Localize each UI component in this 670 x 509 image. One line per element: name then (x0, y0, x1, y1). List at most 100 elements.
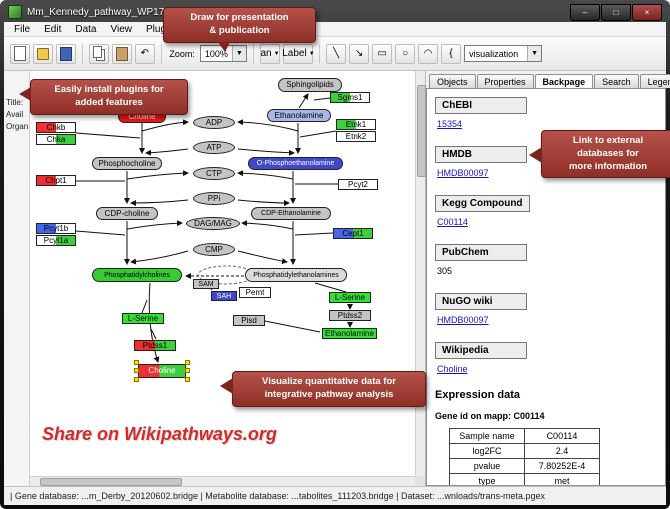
datanode-tool-button[interactable]: an▼ (259, 43, 281, 64)
selection-handle[interactable] (185, 360, 190, 365)
pathway-canvas[interactable]: Sphingolipids Sgms1 Choline Ethanolamine… (30, 71, 415, 476)
pathway-node-pcyt2[interactable]: Pcyt2 (338, 179, 378, 190)
tab-backpage[interactable]: Backpage (534, 74, 594, 89)
pathway-title-label: Title: (6, 98, 24, 107)
app-icon (8, 5, 22, 19)
selection-handle[interactable] (134, 368, 139, 373)
pathway-node-l-serine-left[interactable]: L-Serine (122, 313, 164, 324)
chebi-link[interactable]: 15354 (437, 119, 463, 129)
maximize-button[interactable]: □ (601, 3, 631, 21)
window-title: Mm_Kennedy_pathway_WP1771_45176.gpml (27, 6, 177, 18)
pathway-node-dag-mag[interactable]: DAG/MAG (186, 217, 240, 230)
pathway-node-cmp[interactable]: CMP (193, 243, 235, 256)
pathway-node-sgms1[interactable]: Sgms1 (330, 92, 370, 103)
label-tool-button[interactable]: Label▼ (282, 43, 315, 64)
pathway-node-etnk2[interactable]: Etnk2 (336, 131, 376, 142)
pathway-edges (75, 93, 353, 363)
paste-button[interactable] (111, 43, 132, 64)
selection-handle[interactable] (185, 377, 190, 382)
hmdb-link[interactable]: HMDB00097 (437, 168, 489, 178)
menu-item-file[interactable]: File (14, 23, 31, 35)
brace-tool-button[interactable]: { (441, 43, 462, 64)
nugo-wiki-link[interactable]: HMDB00097 (437, 315, 489, 325)
pathway-node-ptdss2[interactable]: Ptdss2 (329, 310, 371, 321)
table-cell: pvalue (449, 458, 525, 474)
pathway-node-choline-selected[interactable]: Choline (138, 364, 186, 378)
chevron-down-icon: ▼ (308, 50, 315, 57)
menu-item-edit[interactable]: Edit (44, 23, 62, 35)
pathway-node-l-serine-right[interactable]: L-Serine (329, 292, 371, 303)
zoom-value: 100% (204, 48, 228, 59)
tab-legend[interactable]: Legend (639, 74, 670, 88)
vertical-scrollbar[interactable] (415, 71, 426, 476)
copy-icon (92, 46, 102, 58)
menu-item-data[interactable]: Data (75, 23, 97, 35)
pathway-node-phosphocholine[interactable]: Phosphocholine (92, 157, 162, 170)
pathway-node-atp[interactable]: ATP (193, 141, 235, 154)
new-file-button[interactable] (10, 43, 30, 64)
copy-button[interactable] (88, 43, 109, 64)
kegg-compound-link[interactable]: C00114 (437, 217, 468, 227)
close-button[interactable]: × (632, 3, 662, 21)
pathway-node-cdp-choline[interactable]: CDP-choline (96, 207, 158, 220)
status-bar: | Gene database: ...m_Derby_20120602.bri… (4, 486, 666, 505)
undo-button[interactable]: ↶ (134, 43, 155, 64)
open-button[interactable] (33, 43, 53, 64)
pathway-node-ctp[interactable]: CTP (193, 167, 235, 180)
pathway-node-ethanolamine-bottom[interactable]: Ethanolamine (322, 328, 377, 339)
label-tool-label: Label (282, 48, 307, 59)
visualization-select[interactable]: visualization ▼ (464, 45, 542, 62)
chevron-down-icon: ▼ (273, 50, 280, 57)
tab-objects[interactable]: Objects (429, 74, 476, 88)
horizontal-scrollbar-thumb[interactable] (40, 478, 182, 486)
table-row: Sample name C00114 (449, 428, 600, 444)
pathway-node-pcyt1a[interactable]: Pcyt1a (36, 235, 76, 246)
menu-item-plugins[interactable]: Plugins (140, 24, 185, 35)
pathway-node-ppi[interactable]: PPi (193, 192, 235, 205)
chebi-header: ChEBI (435, 97, 527, 114)
datanode-tool-label: an (260, 48, 272, 59)
minimize-button[interactable]: – (570, 3, 600, 21)
pathway-node-sah[interactable]: SAH (211, 291, 237, 301)
pathway-node-cdp-ethanolamine[interactable]: CDP-Ethanolamine (251, 207, 331, 220)
wikipedia-link[interactable]: Choline (437, 364, 468, 374)
pathway-node-chkb[interactable]: Chkb (36, 122, 76, 133)
selection-handle[interactable] (134, 377, 139, 382)
rectangle-tool-button[interactable]: ▭ (372, 43, 393, 64)
pathway-node-sphingolipids[interactable]: Sphingolipids (278, 78, 342, 92)
pathway-node-pcyt1b[interactable]: Pcyt1b (36, 223, 76, 234)
callout-arrow-left-icon (19, 87, 31, 101)
save-button[interactable] (56, 43, 76, 64)
pathway-node-pisd[interactable]: Pisd (233, 315, 265, 326)
kegg-compound-header: Kegg Compound (435, 195, 530, 212)
pathway-node-pemt[interactable]: Pemt (239, 287, 271, 298)
line-tool-button[interactable]: ╲ (326, 43, 347, 64)
horizontal-scrollbar[interactable] (30, 476, 415, 486)
table-cell: 7.80252E-4 (524, 458, 600, 474)
visualization-value: visualization (469, 48, 519, 59)
vertical-scrollbar-thumb[interactable] (417, 85, 426, 177)
arrow-tool-button[interactable]: ↘ (349, 43, 370, 64)
pathway-node-cept1[interactable]: Cept1 (333, 228, 373, 239)
pathway-node-ethanolamine[interactable]: Ethanolamine (267, 109, 331, 122)
pathway-node-sam[interactable]: SAM (193, 279, 219, 289)
paste-icon (115, 46, 128, 61)
pathway-node-ptdss1[interactable]: Ptdss1 (134, 340, 176, 351)
pathway-node-etnk1[interactable]: Etnk1 (336, 119, 376, 130)
pathway-node-chka[interactable]: Chka (36, 134, 76, 145)
selection-handle[interactable] (134, 360, 139, 365)
pathway-node-adp[interactable]: ADP (193, 116, 235, 129)
menu-item-view[interactable]: View (110, 23, 132, 35)
arc-tool-button[interactable]: ◠ (418, 43, 439, 64)
selection-handle[interactable] (185, 368, 190, 373)
ellipse-tool-button[interactable]: ○ (395, 43, 416, 64)
tab-search[interactable]: Search (594, 74, 639, 88)
pathway-node-chpt1[interactable]: Chpt1 (36, 175, 76, 186)
toolbar-separator (319, 43, 321, 64)
title-bar: Mm_Kennedy_pathway_WP1771_45176.gpml – □… (4, 2, 666, 22)
pathway-node-phosphatidylcholines[interactable]: Phosphatidylcholines (92, 268, 182, 282)
pathway-node-o-phosphoethanolamine[interactable]: O-Phosphoethanolamine (248, 157, 343, 170)
tab-properties[interactable]: Properties (476, 74, 534, 88)
pathway-node-phosphatidylethanolamines[interactable]: Phosphatidylethanolamines (245, 268, 347, 282)
